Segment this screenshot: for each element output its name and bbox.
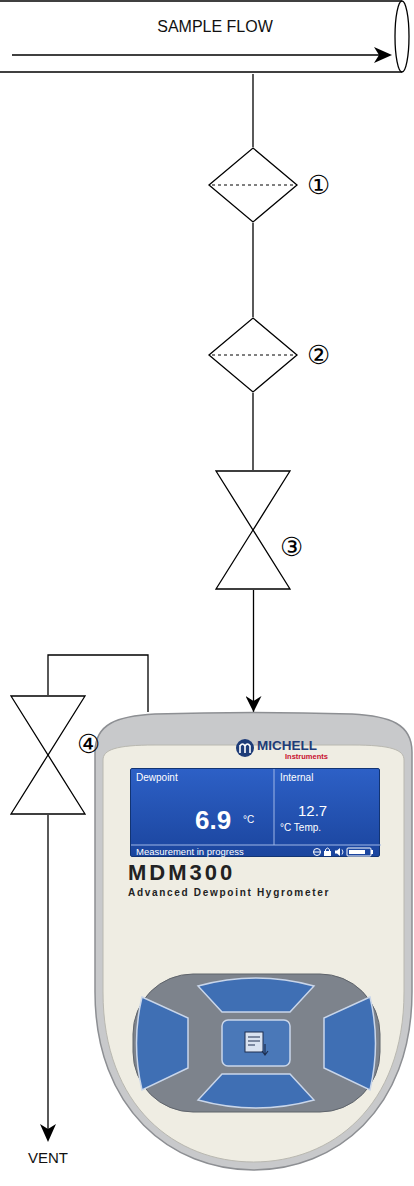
pipe-line xyxy=(252,393,253,470)
vent-arrowhead xyxy=(40,1124,56,1142)
callout-number: ④ xyxy=(77,731,100,757)
screen-unit: °C xyxy=(243,815,254,825)
pipe-line xyxy=(252,74,253,147)
flow-arrowhead xyxy=(374,47,392,63)
screen-heading: Internal xyxy=(280,773,313,783)
screen-status: Measurement in progress xyxy=(136,847,244,857)
filter-symbol-outline xyxy=(208,317,298,393)
valve-symbol-outline xyxy=(10,695,86,815)
pipe-label: SAMPLE FLOW xyxy=(8,19,414,35)
hygrometer-body: MICHELLInstrumentsMDM300Advanced Dewpoin… xyxy=(95,712,412,1172)
sample-pipe-outline xyxy=(0,0,414,74)
screen-reading: 6.9 xyxy=(195,807,231,833)
model-name: MDM300 xyxy=(128,862,235,884)
screen-reading: 12.7 xyxy=(298,803,327,818)
pipe-line xyxy=(252,223,253,317)
display-screen: Dewpoint 6.9 °C Internal 12.7 °C Temp. Measure… xyxy=(130,768,380,857)
valve-symbol: ③ xyxy=(215,470,291,590)
flow-arrow xyxy=(12,54,380,55)
callout-number: ② xyxy=(307,342,330,368)
filter-symbol: ② xyxy=(208,317,298,393)
valve-symbol-outline xyxy=(215,470,291,590)
sample-pipe: SAMPLE FLOW xyxy=(0,0,414,74)
callout-number: ③ xyxy=(280,534,303,560)
screen-heading: Dewpoint xyxy=(136,773,178,783)
vent-line xyxy=(47,815,48,1130)
vent-label: VENT xyxy=(18,1150,78,1165)
logo-text: MICHELL xyxy=(257,739,317,753)
logo-text: Instruments xyxy=(285,753,328,761)
model-description: Advanced Dewpoint Hygrometer xyxy=(128,888,330,898)
filter-symbol: ① xyxy=(208,147,298,223)
pipe-line xyxy=(253,590,254,712)
screen-unit: °C Temp. xyxy=(280,823,321,833)
filter-symbol-outline xyxy=(208,147,298,223)
callout-number: ① xyxy=(307,172,330,198)
valve-symbol: ④ xyxy=(10,695,86,815)
